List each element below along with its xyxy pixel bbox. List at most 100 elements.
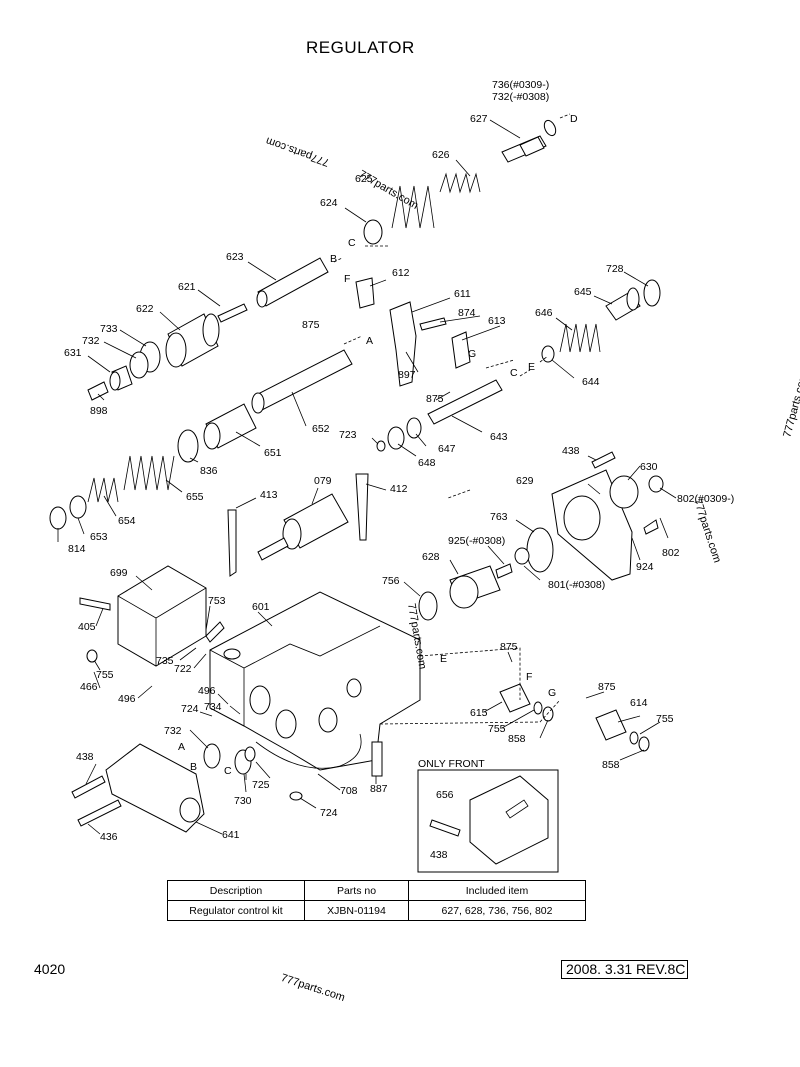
callout-645: 645 <box>574 286 592 298</box>
part-708 <box>255 733 362 769</box>
callout-814: 814 <box>68 543 86 555</box>
callout-755-left: 755 <box>96 669 114 681</box>
callout-722: 722 <box>174 663 192 675</box>
part-623 <box>256 257 329 308</box>
callout-624: 624 <box>320 197 338 209</box>
part-615 <box>499 683 531 713</box>
callout-615: 615 <box>470 707 488 719</box>
col-description: Description <box>167 880 305 901</box>
callout-496-left: 496 <box>118 693 136 705</box>
part-625 <box>391 185 435 229</box>
callout-627: 627 <box>470 113 488 125</box>
part-723 <box>376 440 386 452</box>
part-079 <box>257 493 349 561</box>
cell-parts-no: XJBN-01194 <box>304 900 409 921</box>
part-647 <box>406 417 422 439</box>
part-756 <box>418 591 438 621</box>
callout-644: 644 <box>582 376 600 388</box>
callout-652: 652 <box>312 423 330 435</box>
part-648 <box>387 426 405 450</box>
part-643 <box>427 379 503 425</box>
page-title: REGULATOR <box>306 38 415 57</box>
watermark-5: 777parts.com <box>781 371 800 438</box>
col-parts-no: Parts no <box>304 880 409 901</box>
letter-g-body: G <box>548 687 556 699</box>
cell-included-item: 627, 628, 736, 756, 802 <box>408 900 586 921</box>
callout-898: 898 <box>90 405 108 417</box>
part-924 <box>643 519 659 535</box>
part-641 <box>105 743 205 833</box>
part-436-bolt <box>77 799 122 827</box>
part-651 <box>203 403 257 450</box>
part-655 <box>123 455 175 491</box>
cell-description: Regulator control kit <box>167 900 305 921</box>
callout-625: 625 <box>355 173 373 185</box>
callout-613: 613 <box>488 315 506 327</box>
part-755 <box>533 701 543 715</box>
part-653 <box>69 495 87 519</box>
part-836 <box>177 429 199 463</box>
callout-643: 643 <box>490 431 508 443</box>
col-included-item: Included item <box>408 880 586 901</box>
callout-802: 802 <box>662 547 680 559</box>
callout-654: 654 <box>118 515 136 527</box>
callout-858-right: 858 <box>602 759 620 771</box>
callout-925: 925(-#0308) <box>448 535 505 547</box>
callout-438-left: 438 <box>76 751 94 763</box>
only-front-label: ONLY FRONT <box>418 758 485 770</box>
callout-648: 648 <box>418 457 436 469</box>
callout-646: 646 <box>535 307 553 319</box>
callout-735: 735 <box>156 655 174 667</box>
part-627 <box>501 119 557 163</box>
callout-611: 611 <box>454 288 471 300</box>
letter-b-low: B <box>190 761 197 773</box>
letter-a-mid: A <box>366 335 373 347</box>
callout-628: 628 <box>422 551 440 563</box>
callout-629: 629 <box>516 475 534 487</box>
callout-755-right: 755 <box>656 713 674 725</box>
callout-755-mid: 755 <box>488 723 506 735</box>
callout-601: 601 <box>252 601 270 613</box>
callout-438-inset: 438 <box>430 849 448 861</box>
callout-438-right: 438 <box>562 445 580 457</box>
table-row: Regulator control kit XJBN-01194 627, 62… <box>167 900 586 921</box>
callout-436: 436 <box>100 831 118 843</box>
only-front-inset <box>417 769 559 873</box>
callout-801: 801(-#0308) <box>548 579 605 591</box>
part-725 <box>244 746 256 762</box>
callout-887: 887 <box>370 783 388 795</box>
part-755-right <box>629 731 639 745</box>
part-724-oring <box>289 791 303 801</box>
part-763 <box>526 527 554 573</box>
callout-079: 079 <box>314 475 332 487</box>
letter-e-mid: E <box>528 361 535 373</box>
part-898 <box>87 381 109 401</box>
part-628 <box>449 565 501 609</box>
callout-651: 651 <box>264 447 282 459</box>
callout-699: 699 <box>110 567 128 579</box>
part-626 <box>439 172 481 194</box>
callout-733: 733 <box>100 323 118 335</box>
part-874 <box>419 317 447 331</box>
part-644 <box>541 345 555 363</box>
part-614 <box>595 709 627 741</box>
callout-641: 641 <box>222 829 240 841</box>
part-callouts: 736(#0309-) 732(-#0308) 627 626 625 624 … <box>64 79 734 861</box>
callout-630: 630 <box>640 461 658 473</box>
watermark-2: 777parts.com <box>357 168 421 212</box>
revision-box: 2008. 3.31 REV.8C <box>561 960 689 979</box>
callout-730: 730 <box>234 795 252 807</box>
part-438-bolt <box>71 775 106 799</box>
callout-858-mid: 858 <box>508 733 526 745</box>
letter-b-top: B <box>330 253 337 265</box>
letter-a-low: A <box>178 741 185 753</box>
letter-g-mid: G <box>468 348 476 360</box>
part-699 <box>117 565 207 667</box>
watermark-4: 777parts.com <box>691 497 723 564</box>
part-646 <box>559 323 601 353</box>
part-405 <box>79 597 111 611</box>
callout-655: 655 <box>186 491 204 503</box>
callout-874: 874 <box>458 307 476 319</box>
letter-c-mid: C <box>510 367 518 379</box>
